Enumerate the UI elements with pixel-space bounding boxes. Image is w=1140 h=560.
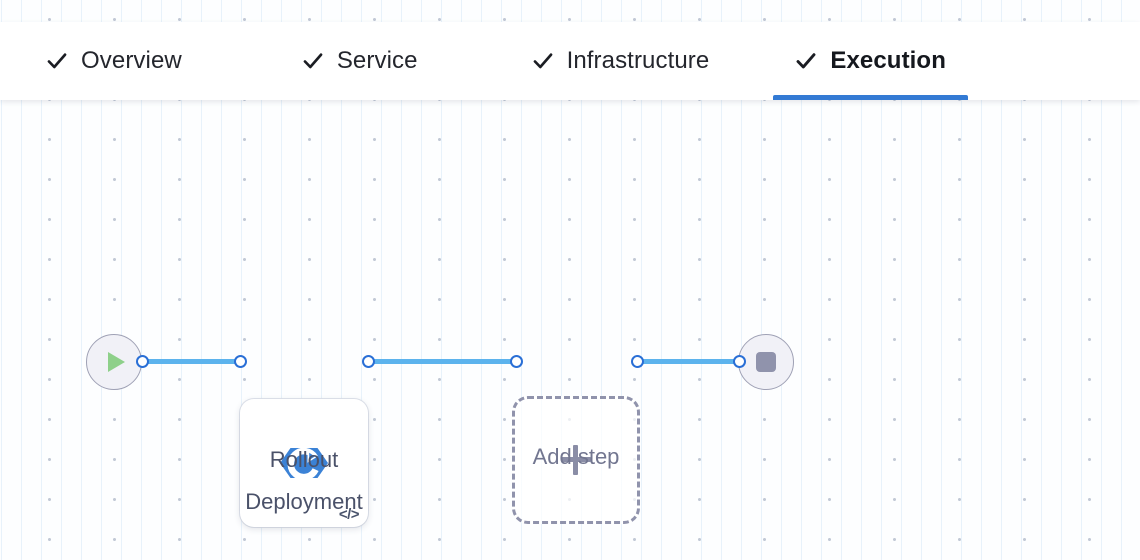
execution-flow-graph: </> Rollout Deployment Add step (0, 100, 1140, 560)
tab-overview[interactable]: Overview (36, 22, 192, 100)
stop-icon (756, 352, 776, 372)
connector-dot-rollout-out[interactable] (362, 355, 375, 368)
tab-service-label: Service (336, 47, 418, 74)
tab-infrastructure-label: Infrastructure (566, 47, 710, 74)
tab-overview-label: Overview (81, 47, 182, 74)
play-icon (108, 352, 125, 372)
end-node[interactable] (738, 334, 794, 390)
tab-execution-label: Execution (830, 47, 946, 74)
start-node[interactable] (86, 334, 142, 390)
tab-service[interactable]: Service (292, 22, 428, 100)
connector-start-to-rollout (143, 359, 243, 364)
tab-infrastructure[interactable]: Infrastructure (522, 22, 720, 100)
connector-dot-add-in[interactable] (510, 355, 523, 368)
tab-execution[interactable]: Execution (773, 22, 968, 100)
connector-dot-rollout-in[interactable] (234, 355, 247, 368)
rollout-deployment-icon (240, 399, 368, 527)
check-icon (795, 50, 817, 72)
step-rollout-deployment-label: Rollout Deployment (245, 447, 363, 514)
connector-rollout-to-add (369, 359, 519, 364)
plus-icon (561, 445, 591, 475)
connector-dot-add-out[interactable] (631, 355, 644, 368)
step-rollout-deployment[interactable]: </> (240, 399, 368, 527)
connector-add-to-end (637, 359, 741, 364)
add-step-label: Add step (532, 444, 620, 469)
check-icon (532, 50, 554, 72)
code-icon[interactable]: </> (338, 506, 360, 523)
check-icon (302, 50, 324, 72)
add-step-node[interactable] (512, 396, 640, 524)
connector-dot-end-in[interactable] (733, 355, 746, 368)
connector-dot-start-out[interactable] (136, 355, 149, 368)
stage-tabs: Overview Service Infrastructur (0, 22, 1140, 100)
check-icon (46, 50, 68, 72)
pipeline-stage-tabbar: Overview Service Infrastructur (0, 22, 1140, 100)
tab-active-underline (773, 95, 968, 100)
